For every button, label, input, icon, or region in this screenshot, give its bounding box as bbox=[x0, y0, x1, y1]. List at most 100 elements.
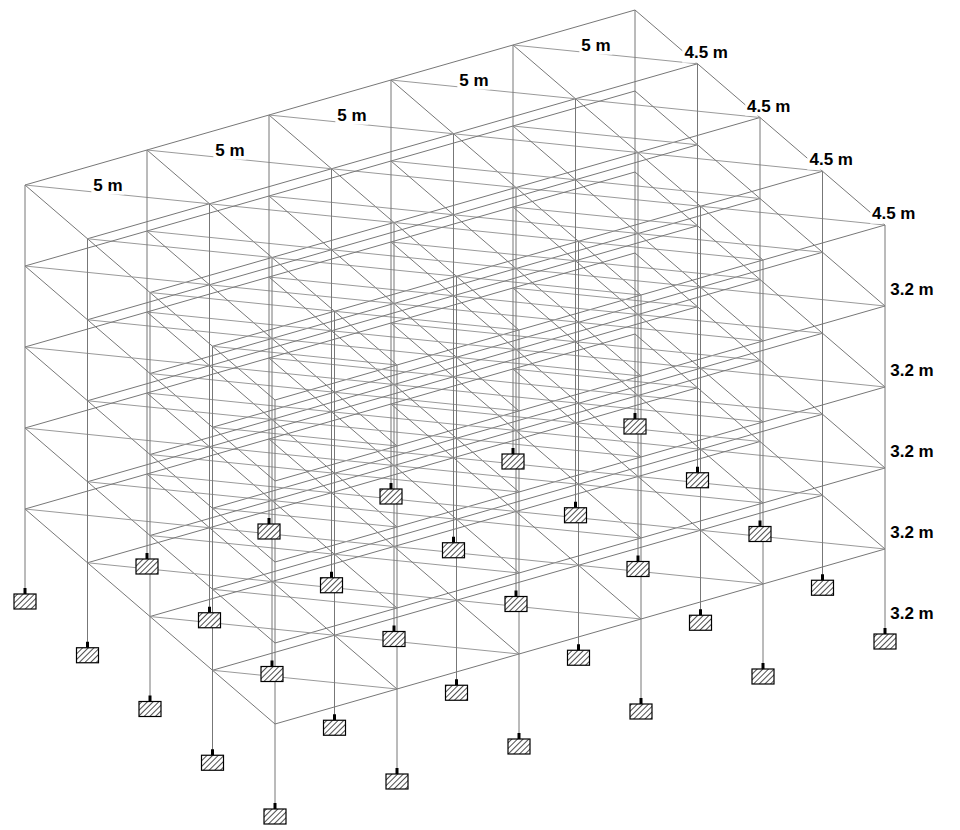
beam-x bbox=[269, 161, 391, 196]
support-stem bbox=[393, 626, 396, 632]
beam-y bbox=[210, 366, 273, 420]
slab-diagonal bbox=[701, 368, 886, 387]
column bbox=[516, 188, 517, 593]
fixed-support bbox=[199, 607, 221, 628]
beam-y bbox=[823, 333, 886, 387]
beam-y bbox=[579, 484, 642, 538]
slab-diagonal bbox=[150, 536, 335, 555]
beam-x bbox=[88, 528, 210, 563]
slab-diagonal bbox=[638, 315, 823, 334]
beam-y bbox=[269, 358, 332, 412]
beam-y bbox=[25, 509, 88, 563]
beam-y bbox=[88, 239, 151, 293]
beam-y bbox=[635, 334, 698, 388]
beam-x bbox=[25, 474, 147, 509]
beam-x bbox=[210, 331, 332, 366]
column bbox=[394, 223, 395, 628]
slab-diagonal bbox=[516, 350, 701, 369]
column bbox=[697, 64, 698, 469]
beam-x bbox=[638, 280, 760, 315]
beam-x bbox=[150, 582, 272, 617]
beam-x bbox=[513, 334, 635, 369]
slab-diagonal bbox=[213, 508, 398, 527]
dimension-label: 5 m bbox=[457, 71, 490, 90]
beam-y bbox=[25, 266, 88, 320]
beam-x bbox=[332, 134, 454, 169]
support-stem bbox=[271, 661, 274, 667]
fixed-support bbox=[446, 679, 468, 700]
column bbox=[700, 206, 701, 611]
support-block bbox=[321, 578, 343, 593]
beam-x bbox=[701, 495, 823, 530]
beam-y bbox=[513, 126, 576, 180]
beam-y bbox=[391, 161, 454, 215]
slab-diagonal bbox=[516, 188, 701, 207]
support-block bbox=[565, 508, 587, 523]
beam-y bbox=[272, 339, 335, 393]
beam-y bbox=[88, 482, 151, 536]
beam-y bbox=[701, 206, 764, 260]
beam-y bbox=[701, 287, 764, 341]
dimension-label: 3.2 m bbox=[888, 280, 935, 299]
support-stem bbox=[699, 609, 702, 615]
beam-y bbox=[760, 361, 823, 415]
slab-diagonal bbox=[332, 169, 517, 188]
column bbox=[25, 185, 26, 590]
support-block bbox=[690, 615, 712, 630]
support-block bbox=[874, 634, 896, 649]
beam-x bbox=[394, 188, 516, 223]
beam-x bbox=[150, 339, 272, 374]
fixed-support bbox=[630, 698, 652, 719]
beam-y bbox=[823, 414, 886, 468]
beam-y bbox=[394, 304, 457, 358]
support-block bbox=[199, 613, 221, 628]
beam-x bbox=[457, 565, 579, 600]
slab-diagonal bbox=[335, 473, 520, 492]
beam-y bbox=[335, 311, 398, 365]
support-stem bbox=[762, 663, 765, 669]
beam-y bbox=[698, 388, 761, 442]
beam-y bbox=[269, 115, 332, 169]
support-stem bbox=[884, 628, 887, 634]
slab-diagonal bbox=[576, 99, 761, 118]
slab-diagonal bbox=[457, 276, 642, 295]
beam-y bbox=[457, 519, 520, 573]
support-stem bbox=[24, 588, 27, 594]
support-stem bbox=[208, 607, 211, 613]
support-stem bbox=[515, 591, 518, 597]
slab-diagonal bbox=[513, 126, 698, 145]
beam-x bbox=[701, 252, 823, 287]
slab-diagonal bbox=[516, 269, 701, 288]
beam-x bbox=[638, 199, 760, 234]
beam-y bbox=[454, 296, 517, 350]
slab-diagonal bbox=[638, 234, 823, 253]
beam-y bbox=[638, 234, 701, 288]
column bbox=[397, 365, 398, 770]
slab-diagonal bbox=[25, 266, 210, 285]
beam-x bbox=[147, 439, 269, 474]
beam-y bbox=[638, 315, 701, 369]
beam-x bbox=[25, 312, 147, 347]
slab-diagonal bbox=[210, 447, 395, 466]
supports bbox=[14, 413, 896, 824]
column bbox=[760, 118, 761, 523]
slab-diagonal bbox=[335, 554, 520, 573]
slab-diagonal bbox=[335, 635, 520, 654]
beam-y bbox=[701, 368, 764, 422]
slab-diagonal bbox=[150, 293, 335, 312]
slab-diagonal bbox=[88, 563, 273, 582]
column bbox=[212, 346, 213, 751]
beam-x bbox=[519, 619, 641, 654]
beam-x bbox=[513, 10, 635, 45]
fixed-support bbox=[383, 626, 405, 647]
beam-x bbox=[516, 396, 638, 431]
column bbox=[763, 260, 764, 665]
support-stem bbox=[268, 518, 271, 524]
beam-x bbox=[272, 223, 394, 258]
beam-y bbox=[454, 215, 517, 269]
slab-diagonal bbox=[210, 366, 395, 385]
column bbox=[209, 204, 210, 609]
dimension-label: 3.2 m bbox=[888, 523, 935, 542]
beam-x bbox=[513, 172, 635, 207]
